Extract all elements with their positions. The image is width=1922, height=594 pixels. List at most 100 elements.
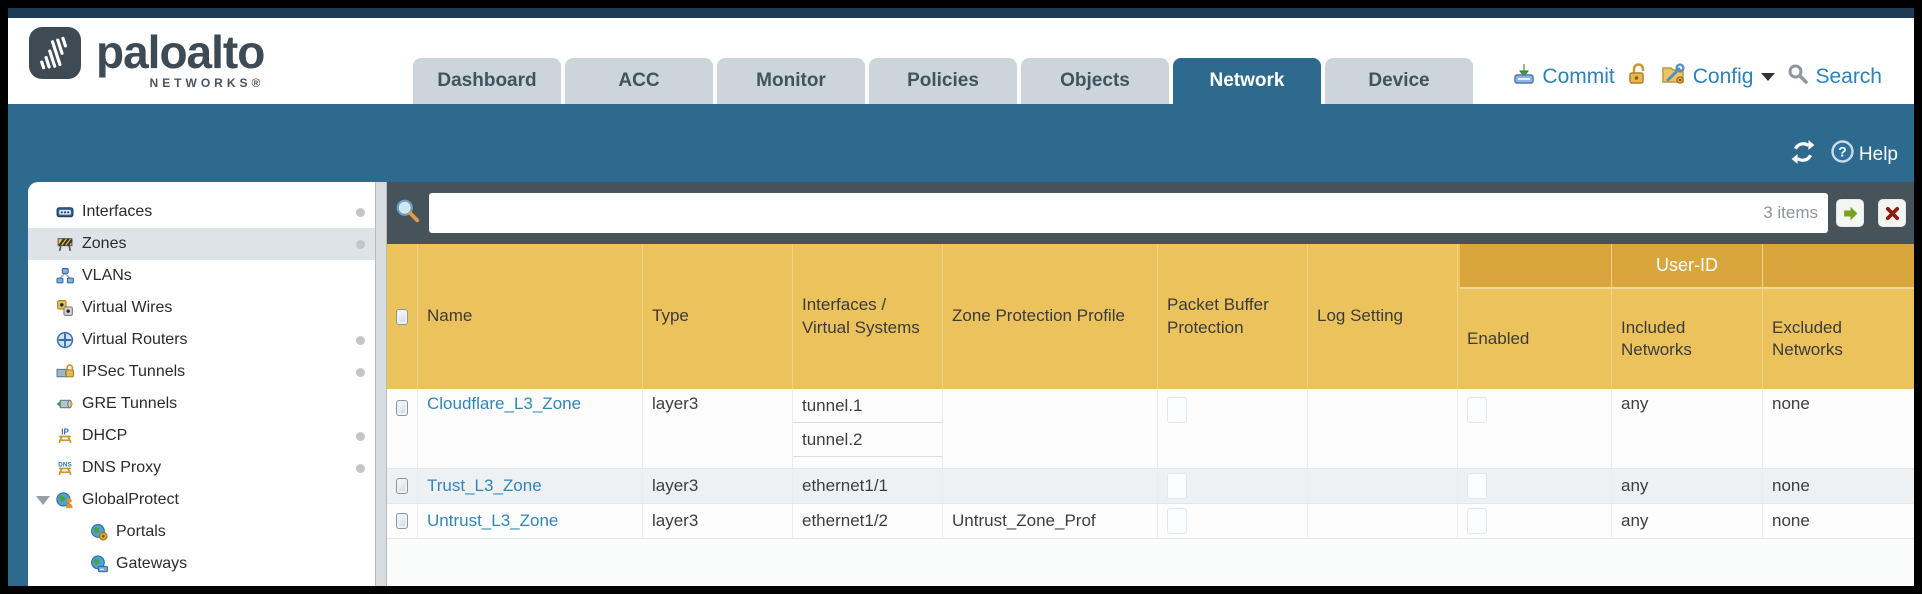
- tab-network[interactable]: Network: [1173, 58, 1321, 104]
- interface-entry: tunnel.2: [793, 423, 942, 457]
- select-all-header: [387, 244, 417, 389]
- logo-brand-text: paloalto: [96, 26, 265, 78]
- zone-protection-profile: [942, 469, 1157, 503]
- user-id-enabled-checkbox[interactable]: [1467, 508, 1487, 534]
- sidebar-item-interfaces[interactable]: Interfaces: [28, 196, 375, 228]
- tab-acc[interactable]: ACC: [565, 58, 713, 104]
- sidebar-item-dhcp[interactable]: IP DHCP: [28, 420, 375, 452]
- tab-objects[interactable]: Objects: [1021, 58, 1169, 104]
- clear-filter-button[interactable]: [1878, 199, 1906, 227]
- sidebar-item-label: GRE Tunnels: [82, 395, 178, 412]
- zone-name-link[interactable]: Cloudflare_L3_Zone: [427, 394, 582, 413]
- table-row: Cloudflare_L3_Zone layer3 tunnel.1 tunne…: [387, 389, 1914, 469]
- refresh-button[interactable]: [1790, 139, 1816, 170]
- sidebar-item-dns-proxy[interactable]: DNS DNS Proxy: [28, 452, 375, 484]
- content-region: Interfaces Zones VLANs Virtua: [8, 182, 1914, 586]
- column-header-type[interactable]: Type: [642, 244, 792, 389]
- tab-monitor[interactable]: Monitor: [717, 58, 865, 104]
- collapse-triangle-icon[interactable]: [36, 495, 50, 505]
- commit-icon: [1512, 62, 1536, 92]
- search-label: Search: [1815, 65, 1882, 88]
- apply-filter-button[interactable]: [1836, 199, 1864, 227]
- teal-band: ? Help: [8, 104, 1914, 182]
- main-panel: 3 items User-ID Name Type Interfaces /: [387, 182, 1914, 586]
- table-header: User-ID Name Type Interfaces / Virtual S…: [387, 244, 1914, 389]
- sidebar-item-label: Interfaces: [82, 203, 153, 220]
- sidebar-item-zones[interactable]: Zones: [28, 228, 375, 260]
- interface-entry: tunnel.1: [793, 389, 942, 423]
- sidebar-item-gateways[interactable]: Gateways: [28, 548, 375, 580]
- zone-interfaces: tunnel.1 tunnel.2: [792, 389, 942, 468]
- column-header-interfaces[interactable]: Interfaces / Virtual Systems: [792, 244, 942, 389]
- panel-splitter[interactable]: [375, 182, 387, 586]
- logo-sub-text: NETWORKS®: [149, 76, 265, 90]
- config-dropdown[interactable]: Config: [1661, 62, 1776, 92]
- row-checkbox[interactable]: [396, 513, 408, 529]
- tab-dashboard[interactable]: Dashboard: [413, 58, 561, 104]
- filter-input-wrap: 3 items: [429, 193, 1828, 233]
- green-arrow-icon: [1843, 206, 1857, 220]
- search-button[interactable]: Search: [1787, 63, 1882, 91]
- lock-icon[interactable]: [1627, 62, 1649, 92]
- sidebar-item-label: Portals: [116, 523, 166, 540]
- included-networks: any: [1611, 389, 1762, 468]
- ipsec-tunnels-icon: [56, 363, 74, 381]
- sidebar-item-globalprotect[interactable]: GlobalProtect: [28, 484, 375, 516]
- zones-icon: [56, 235, 74, 253]
- filter-bar: 3 items: [387, 182, 1914, 244]
- filter-input[interactable]: [439, 203, 1756, 223]
- tab-policies[interactable]: Policies: [869, 58, 1017, 104]
- sidebar-item-ipsec-tunnels[interactable]: IPSec Tunnels: [28, 356, 375, 388]
- packet-buffer-checkbox[interactable]: [1167, 397, 1187, 423]
- tab-device[interactable]: Device: [1325, 58, 1473, 104]
- gre-tunnels-icon: [56, 395, 74, 413]
- table-row: Untrust_L3_Zone layer3 ethernet1/2 Untru…: [387, 504, 1914, 539]
- commit-button[interactable]: Commit: [1512, 62, 1615, 92]
- row-checkbox[interactable]: [396, 400, 408, 416]
- help-button[interactable]: ? Help: [1830, 139, 1898, 170]
- user-id-enabled-checkbox[interactable]: [1467, 397, 1487, 423]
- packet-buffer-checkbox[interactable]: [1167, 473, 1187, 499]
- top-navy-strip: [8, 8, 1914, 18]
- excluded-networks: none: [1762, 469, 1914, 503]
- user-id-enabled-checkbox[interactable]: [1467, 473, 1487, 499]
- svg-text:IP: IP: [61, 427, 69, 436]
- red-x-icon: [1885, 206, 1899, 220]
- chevron-down-icon: [1761, 73, 1776, 81]
- paloalto-logo-icon: [28, 26, 82, 85]
- vlans-icon: [56, 267, 74, 285]
- zone-name-link[interactable]: Trust_L3_Zone: [427, 476, 542, 495]
- sidebar-item-vlans[interactable]: VLANs: [28, 260, 375, 292]
- select-all-checkbox[interactable]: [396, 308, 408, 325]
- zone-interfaces: ethernet1/1: [792, 469, 942, 503]
- packet-buffer-checkbox[interactable]: [1167, 508, 1187, 534]
- commit-label: Commit: [1542, 65, 1615, 88]
- status-dot: [356, 463, 365, 473]
- items-count: 3 items: [1763, 203, 1818, 222]
- sidebar-item-portals[interactable]: Portals: [28, 516, 375, 548]
- zone-name-link[interactable]: Untrust_L3_Zone: [427, 511, 559, 530]
- config-icon: [1661, 62, 1687, 92]
- column-header-log-setting[interactable]: Log Setting: [1307, 244, 1457, 389]
- sidebar-item-label: IPSec Tunnels: [82, 363, 186, 380]
- sidebar-item-gre-tunnels[interactable]: GRE Tunnels: [28, 388, 375, 420]
- column-header-excluded-networks[interactable]: Excluded Networks: [1762, 244, 1914, 389]
- help-icon: ?: [1830, 139, 1855, 170]
- column-header-included-networks[interactable]: Included Networks: [1611, 244, 1762, 389]
- sidebar-item-label: Zones: [82, 235, 127, 252]
- sidebar-item-label: Gateways: [116, 555, 188, 572]
- sidebar-item-virtual-routers[interactable]: Virtual Routers: [28, 324, 375, 356]
- dns-proxy-icon: DNS: [56, 459, 74, 477]
- zone-type: layer3: [642, 504, 792, 538]
- column-header-packet-buffer[interactable]: Packet Buffer Protection: [1157, 244, 1307, 389]
- column-header-name[interactable]: Name: [417, 244, 642, 389]
- virtual-wires-icon: [56, 299, 74, 317]
- sidebar-item-label: DNS Proxy: [82, 459, 162, 476]
- sidebar-item-virtual-wires[interactable]: Virtual Wires: [28, 292, 375, 324]
- column-header-enabled[interactable]: Enabled: [1457, 244, 1611, 389]
- network-sidebar: Interfaces Zones VLANs Virtua: [28, 182, 375, 586]
- row-checkbox[interactable]: [396, 478, 408, 494]
- status-dot: [356, 239, 365, 249]
- zone-type: layer3: [642, 389, 792, 468]
- column-header-zone-protection[interactable]: Zone Protection Profile: [942, 244, 1157, 389]
